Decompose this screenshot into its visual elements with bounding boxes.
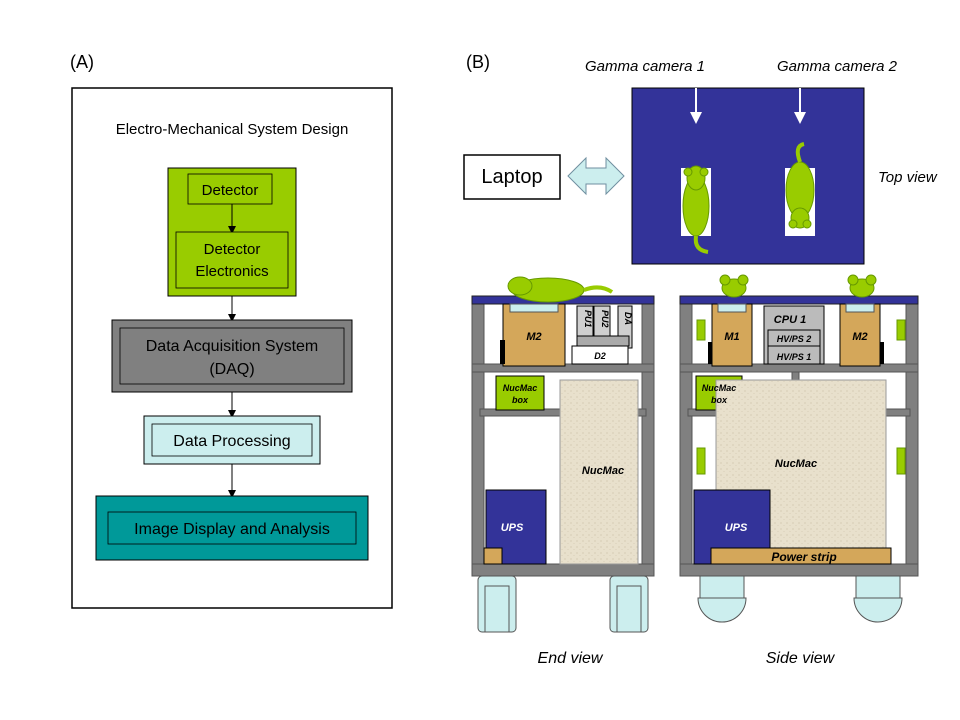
side-hvps1-label: HV/PS 1	[777, 352, 812, 362]
camera2-label: Gamma camera 2	[777, 58, 898, 75]
panel-a-label: (A)	[70, 52, 94, 72]
end-nucmac-box-line2: box	[512, 395, 529, 405]
detector-box	[187, 173, 273, 205]
side-view-label: Side view	[766, 650, 836, 667]
side-nucmac-label: NucMac	[775, 458, 817, 470]
top-view-table	[631, 87, 865, 265]
end-nucmac-box-line1: NucMac	[503, 383, 538, 393]
end-m2-label: M2	[526, 331, 541, 343]
camera1-label: Gamma camera 1	[585, 58, 705, 75]
display-label: Image Display and Analysis	[134, 521, 330, 538]
side-nucmac-box-line2: box	[711, 395, 728, 405]
end-pu2-label: PU2	[600, 310, 610, 328]
side-hvps2-label: HV/PS 2	[777, 334, 812, 344]
side-m1-label: M1	[724, 331, 739, 343]
daq-label-line1: Data Acquisition System	[146, 338, 319, 355]
panel-a-title: Electro-Mechanical System Design	[116, 121, 349, 138]
end-d2-label: D2	[594, 351, 606, 361]
electronics-label-line2: Electronics	[195, 263, 268, 280]
daq-inner-box	[119, 327, 345, 385]
display-inner-box	[107, 511, 357, 545]
processing-inner-box	[151, 423, 313, 457]
side-view-cart	[679, 274, 919, 623]
end-view-cart	[471, 276, 655, 633]
side-nucmac-box-line1: NucMac	[702, 383, 737, 393]
processing-label: Data Processing	[173, 433, 290, 450]
end-ups-label: UPS	[501, 522, 524, 534]
daq-label-line2: (DAQ)	[209, 361, 254, 378]
laptop-label: Laptop	[481, 166, 542, 188]
side-power-strip-label: Power strip	[771, 550, 836, 564]
bidirectional-link-arrow	[567, 156, 625, 196]
detector-label: Detector	[202, 182, 259, 199]
side-cpu-label: CPU 1	[774, 314, 806, 326]
end-pu1-label: PU1	[583, 310, 593, 328]
top-view-label: Top view	[878, 169, 938, 186]
end-da-label: DA	[623, 312, 633, 325]
mouse-2-top	[785, 142, 815, 236]
end-view-label: End view	[538, 650, 604, 667]
end-nucmac-label: NucMac	[582, 465, 624, 477]
detector-electronics-box	[175, 231, 289, 289]
panel-b-label: (B)	[466, 52, 490, 72]
side-ups-label: UPS	[725, 522, 748, 534]
electronics-label-line1: Detector	[204, 241, 261, 258]
mouse-1-top	[681, 165, 711, 254]
side-m2-label: M2	[852, 331, 867, 343]
laptop-box	[463, 154, 561, 200]
